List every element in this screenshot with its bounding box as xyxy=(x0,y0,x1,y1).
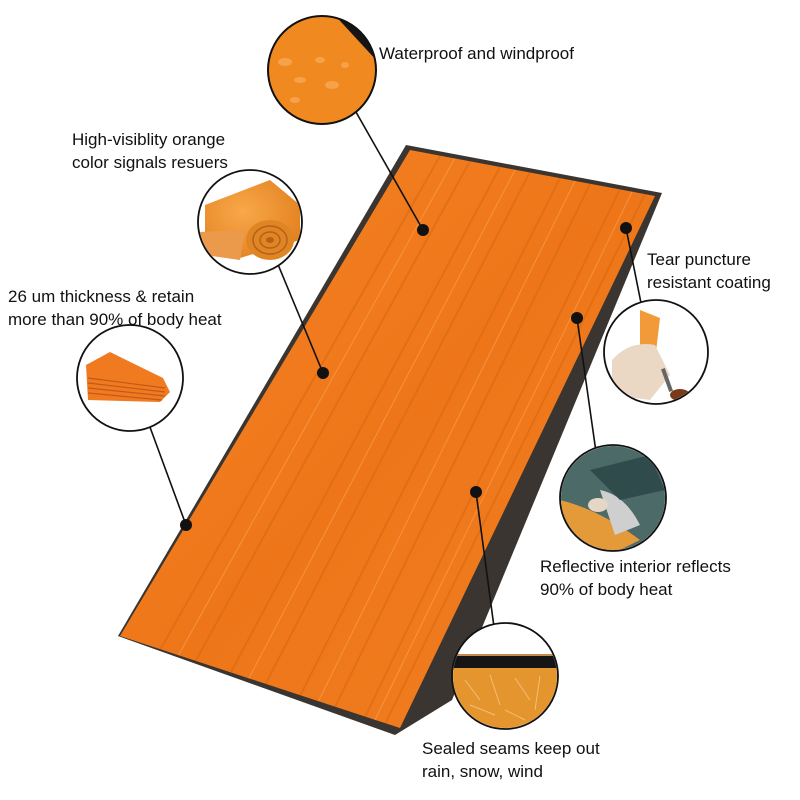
hand-puncture-test-icon xyxy=(603,299,709,405)
callout-tear-resistant-line-1: Tear puncture xyxy=(647,250,751,269)
callout-thickness-line-1: 26 um thickness & retain xyxy=(8,287,195,306)
callout-waterproof-line-1: Waterproof and windproof xyxy=(379,44,574,63)
callout-reflective: Reflective interior reflects 90% of body… xyxy=(540,555,731,601)
seam-closeup-icon xyxy=(451,622,559,730)
callout-sealed-seams-line-1: Sealed seams keep out xyxy=(422,739,600,758)
folded-blanket-icon xyxy=(76,324,184,432)
rolled-blanket-icon xyxy=(197,169,303,275)
callout-high-visibility: High-visiblity orange color signals resu… xyxy=(72,128,228,174)
callout-thickness: 26 um thickness & retain more than 90% o… xyxy=(8,285,222,331)
callout-thickness-line-2: more than 90% of body heat xyxy=(8,310,222,329)
callout-sealed-seams-line-2: rain, snow, wind xyxy=(422,762,543,781)
callout-sealed-seams: Sealed seams keep out rain, snow, wind xyxy=(422,737,600,783)
callout-high-visibility-line-2: color signals resuers xyxy=(72,153,228,172)
callout-tear-resistant-line-2: resistant coating xyxy=(647,273,771,292)
callout-waterproof: Waterproof and windproof xyxy=(379,42,574,65)
callout-high-visibility-line-1: High-visiblity orange xyxy=(72,130,226,149)
water-droplets-closeup-icon xyxy=(267,15,377,125)
callout-reflective-line-1: Reflective interior reflects xyxy=(540,557,731,576)
callout-tear-resistant: Tear puncture resistant coating xyxy=(647,248,771,294)
anchor-dots xyxy=(180,222,632,531)
callout-reflective-line-2: 90% of body heat xyxy=(540,580,673,599)
emergency-blanket xyxy=(118,145,662,735)
person-in-bag-icon xyxy=(559,444,667,552)
